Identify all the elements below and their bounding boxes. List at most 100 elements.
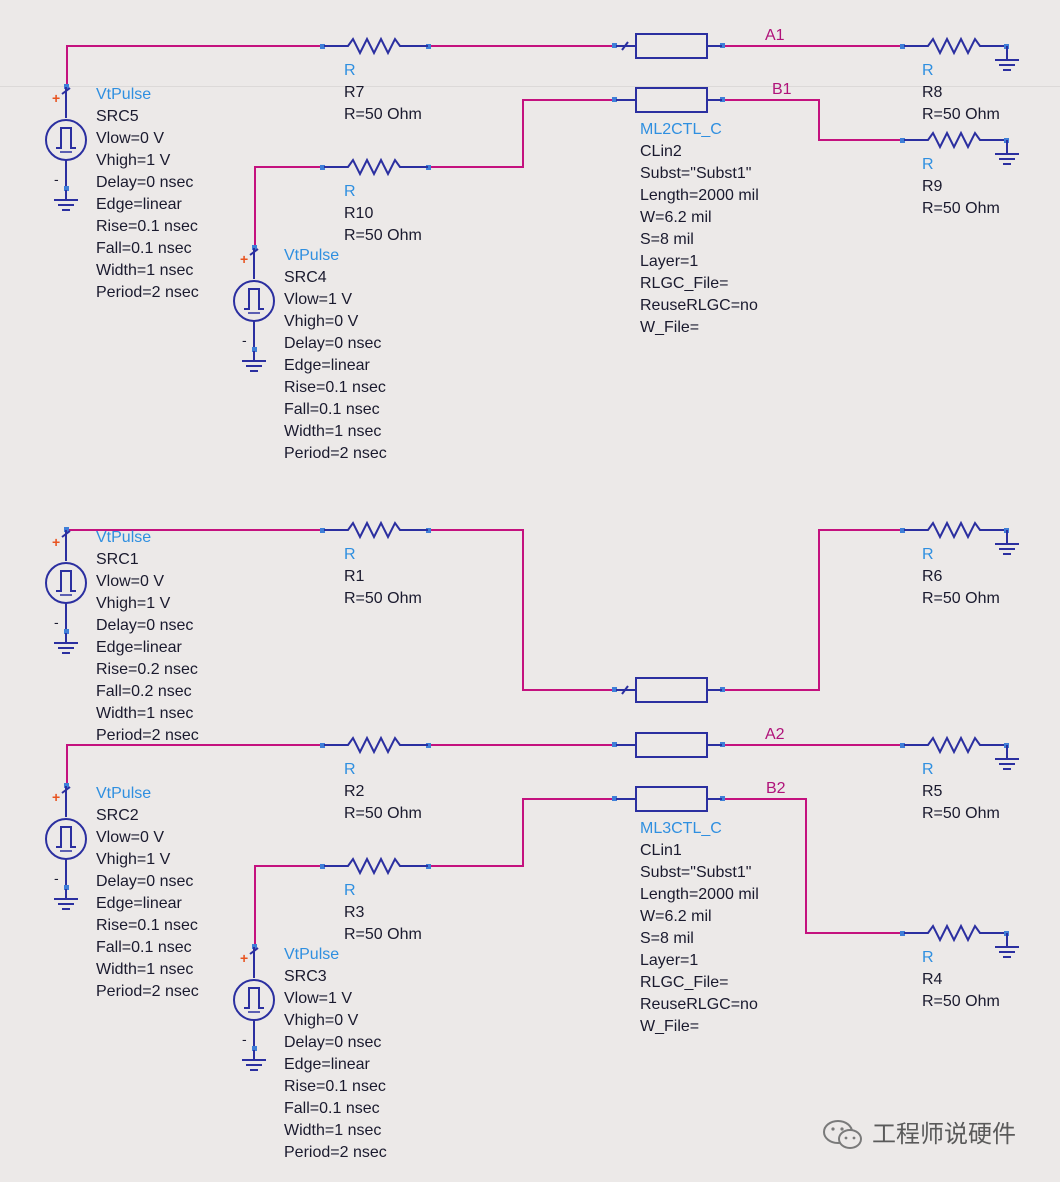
resistor-icon[interactable] xyxy=(898,520,1028,560)
component-name: CLin1 xyxy=(640,842,682,859)
coupled-line-icon[interactable] xyxy=(610,674,730,814)
resistor-icon[interactable] xyxy=(898,130,1028,170)
polarity-plus: + xyxy=(52,534,61,550)
wire[interactable] xyxy=(523,798,614,800)
component-type: VtPulse xyxy=(284,247,340,264)
param: Width=1 nsec xyxy=(96,705,194,722)
component-name: R3 xyxy=(344,904,365,921)
wire[interactable] xyxy=(523,99,614,101)
param: Period=2 nsec xyxy=(96,727,199,744)
component-type: VtPulse xyxy=(96,785,152,802)
source-label-src4: VtPulse SRC4 Vlow=1 V Vhigh=0 V Delay=0 … xyxy=(284,245,387,465)
net-label-b1[interactable]: B1 xyxy=(772,81,792,98)
wire[interactable] xyxy=(522,798,524,866)
wire[interactable] xyxy=(254,865,322,867)
component-type: ML3CTL_C xyxy=(640,820,722,837)
component-type: R xyxy=(922,761,934,778)
component-name: R6 xyxy=(922,568,943,585)
resistor-label-r8: R R8 R=50 Ohm xyxy=(922,60,1000,126)
component-value: R=50 Ohm xyxy=(344,926,422,943)
coupled-line-icon[interactable] xyxy=(610,30,730,114)
resistor-icon[interactable] xyxy=(318,520,434,540)
resistor-icon[interactable] xyxy=(318,36,434,56)
wire[interactable] xyxy=(522,99,524,167)
resistor-icon[interactable] xyxy=(318,856,434,876)
component-type: VtPulse xyxy=(96,529,152,546)
pulse-source-icon[interactable] xyxy=(40,527,94,667)
wire[interactable] xyxy=(66,744,68,786)
wire[interactable] xyxy=(66,45,68,87)
resistor-icon[interactable] xyxy=(898,735,1028,775)
component-value: R=50 Ohm xyxy=(344,590,422,607)
wire-net-a1[interactable] xyxy=(724,45,902,47)
resistor-icon[interactable] xyxy=(318,735,434,755)
wire[interactable] xyxy=(66,744,322,746)
param: Vlow=1 V xyxy=(284,990,353,1007)
param: Layer=1 xyxy=(640,952,699,969)
wire-net-b1[interactable] xyxy=(724,99,820,101)
pulse-source-icon[interactable] xyxy=(228,245,282,385)
component-value: R=50 Ohm xyxy=(344,106,422,123)
component-name: R9 xyxy=(922,178,943,195)
wire[interactable] xyxy=(428,744,614,746)
param: Width=1 nsec xyxy=(284,1122,382,1139)
component-name: SRC3 xyxy=(284,968,327,985)
wire[interactable] xyxy=(805,798,807,934)
param: Fall=0.1 nsec xyxy=(284,401,380,418)
param: Length=2000 mil xyxy=(640,886,759,903)
net-label-b2[interactable]: B2 xyxy=(766,780,786,797)
wire[interactable] xyxy=(66,529,322,531)
param: Fall=0.1 nsec xyxy=(96,939,192,956)
watermark-text: 工程师说硬件 xyxy=(872,1121,1016,1148)
wire[interactable] xyxy=(428,865,524,867)
wire[interactable] xyxy=(254,166,256,248)
param: Fall=0.2 nsec xyxy=(96,683,192,700)
component-name: R10 xyxy=(344,205,374,222)
param: Edge=linear xyxy=(96,196,182,213)
param: Vlow=0 V xyxy=(96,829,165,846)
wire[interactable] xyxy=(522,689,614,691)
line-label-clin2: ML2CTL_C CLin2 Subst="Subst1" Length=200… xyxy=(640,119,759,339)
component-name: R4 xyxy=(922,971,943,988)
resistor-label-r1: R R1 R=50 Ohm xyxy=(344,544,422,610)
component-value: R=50 Ohm xyxy=(922,106,1000,123)
pulse-source-icon[interactable] xyxy=(228,944,282,1084)
param: Fall=0.1 nsec xyxy=(96,240,192,257)
polarity-minus: - xyxy=(242,332,247,348)
component-type: R xyxy=(344,183,356,200)
wire[interactable] xyxy=(724,689,820,691)
wire[interactable] xyxy=(66,45,322,47)
wire[interactable] xyxy=(818,99,820,141)
param: Rise=0.1 nsec xyxy=(284,379,386,396)
pulse-source-icon[interactable] xyxy=(40,84,94,224)
component-type: R xyxy=(922,156,934,173)
wire-net-b2[interactable] xyxy=(724,798,807,800)
net-label-a1[interactable]: A1 xyxy=(765,27,785,44)
wire[interactable] xyxy=(254,865,256,947)
wire[interactable] xyxy=(818,529,820,691)
wire[interactable] xyxy=(254,166,322,168)
resistor-icon[interactable] xyxy=(898,923,1028,963)
resistor-icon[interactable] xyxy=(318,157,434,177)
watermark: 工程师说硬件 xyxy=(822,1118,1016,1152)
wire[interactable] xyxy=(805,932,902,934)
param: Vhigh=1 V xyxy=(96,152,171,169)
wire[interactable] xyxy=(818,529,902,531)
param: S=8 mil xyxy=(640,231,694,248)
pulse-source-icon[interactable] xyxy=(40,783,94,923)
wire[interactable] xyxy=(428,529,524,531)
param: Vhigh=1 V xyxy=(96,595,171,612)
param: Delay=0 nsec xyxy=(96,617,194,634)
param: RLGC_File= xyxy=(640,974,729,991)
param: Rise=0.1 nsec xyxy=(284,1078,386,1095)
wire[interactable] xyxy=(818,139,902,141)
resistor-icon[interactable] xyxy=(898,36,1028,76)
wire[interactable] xyxy=(522,529,524,691)
source-label-src1: VtPulse SRC1 Vlow=0 V Vhigh=1 V Delay=0 … xyxy=(96,527,199,747)
wire[interactable] xyxy=(428,166,524,168)
wire-net-a2[interactable] xyxy=(724,744,902,746)
wire[interactable] xyxy=(428,45,614,47)
component-name: R8 xyxy=(922,84,943,101)
net-label-a2[interactable]: A2 xyxy=(765,726,785,743)
component-name: R7 xyxy=(344,84,365,101)
